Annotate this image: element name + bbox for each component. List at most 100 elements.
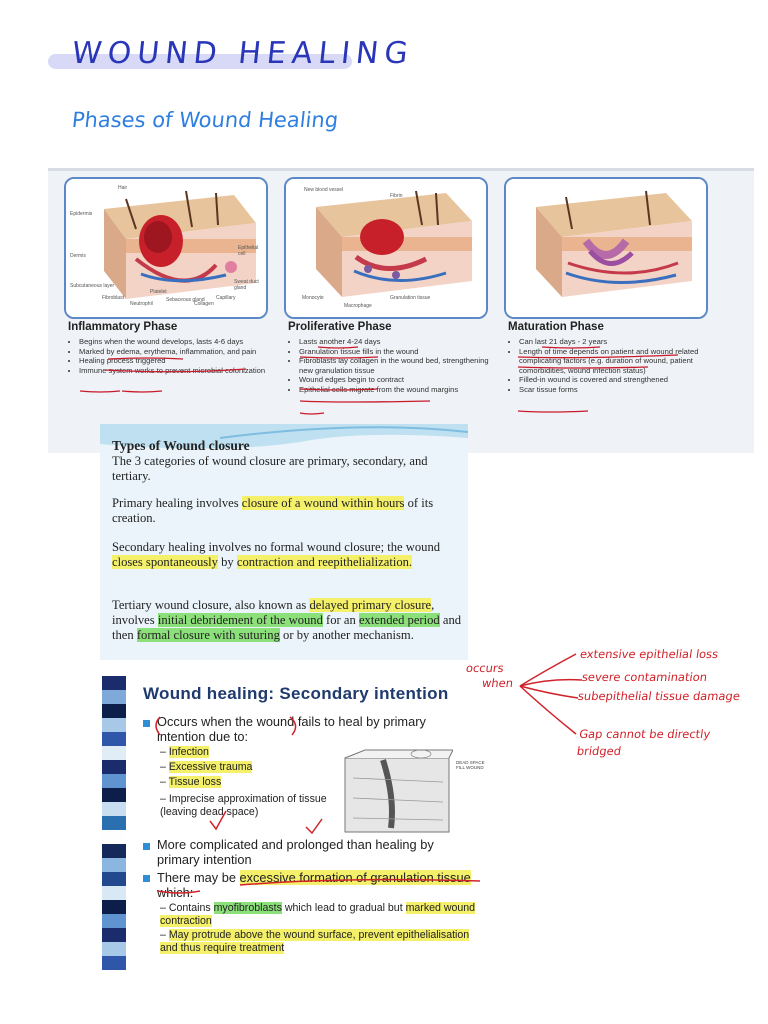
- annotation-branch: Gap cannot be directly bridged: [575, 727, 712, 758]
- wound-diagram: [344, 749, 453, 833]
- diagram-label: Collagen: [194, 301, 214, 307]
- secondary-bullet-1: Occurs when the wound fails to heal by p…: [157, 714, 426, 744]
- sub-item: – Excessive trauma: [160, 761, 253, 773]
- list-item: Begins when the wound develops, lasts 4-…: [79, 337, 271, 347]
- phases-figure: Hair Epidermis Dermis Subcutaneous layer…: [48, 168, 754, 453]
- highlight: closes spontaneously: [112, 555, 218, 569]
- secondary-bullet-3: There may be excessive formation of gran…: [157, 870, 487, 900]
- annotation-when: when: [481, 676, 515, 690]
- sub-item: – Contains myofibroblasts which lead to …: [160, 902, 476, 927]
- diagram-label: Fibrin: [390, 193, 403, 199]
- highlight: closure of a wound within hours: [241, 496, 405, 510]
- highlight: myofibroblasts: [213, 902, 282, 914]
- inflammatory-list: Begins when the wound develops, lasts 4-…: [68, 337, 271, 375]
- text: Excessive trauma: [168, 761, 253, 773]
- text: or by another mechanism.: [279, 628, 414, 642]
- inflammatory-illustration: Hair Epidermis Dermis Subcutaneous layer…: [64, 177, 268, 319]
- sub-item: – Imprecise approximation of tissue (lea…: [160, 793, 327, 818]
- bullet-square: [143, 875, 150, 882]
- list-item: Immune system works to prevent microbial…: [79, 366, 271, 376]
- text: which lead to gradual but: [281, 902, 406, 914]
- text: Contains: [168, 902, 214, 914]
- diagram-label: Macrophage: [344, 303, 372, 309]
- list-item: Epithelial cells migrate from the wound …: [299, 385, 491, 395]
- annotation-branch: subepithelial tissue damage: [577, 689, 741, 703]
- list-item: Length of time depends on patient and wo…: [519, 347, 711, 376]
- text: and then: [112, 613, 462, 642]
- secondary-bullet-2: More complicated and prolonged than heal…: [157, 837, 434, 867]
- list-item: Marked by edema, erythema, inflammation,…: [79, 347, 271, 357]
- text: May protrude above the wound surface, pr…: [160, 929, 470, 954]
- phase-title-inflammatory: Inflammatory Phase: [68, 321, 178, 333]
- maturation-list: Can last 21 days - 2 years Length of tim…: [508, 337, 711, 395]
- closure-wave: [100, 424, 468, 449]
- closure-primary: Primary healing involves closure of a wo…: [112, 496, 462, 526]
- proliferative-list: Lasts another 4-24 days Granulation tiss…: [288, 337, 491, 395]
- text: Secondary healing involves no formal wou…: [112, 540, 441, 554]
- bullet-square: [143, 843, 150, 850]
- diagram-label: New blood vessel: [304, 187, 344, 193]
- page-title: WOUND HEALING: [70, 36, 416, 71]
- list-item: Fibroblasts lay collagen in the wound be…: [299, 356, 491, 375]
- diagram-label: Sweat duct gland: [234, 279, 259, 291]
- page-subtitle: Phases of Wound Healing: [70, 108, 340, 132]
- annotation-branches: [519, 653, 583, 735]
- highlight: delayed primary closure: [309, 598, 432, 612]
- annotation-occurs: occurs: [465, 661, 505, 675]
- diagram-label: Fibroblast: [102, 295, 124, 301]
- proliferative-illustration: New blood vessel Fibrin Monocyte Macroph…: [284, 177, 488, 319]
- text: Imprecise approximation of tissue (leavi…: [160, 793, 327, 818]
- diagram-label: Capillary: [216, 295, 236, 301]
- red-pen-marks: [155, 716, 481, 894]
- text: by: [217, 555, 237, 569]
- diagram-label: Platelet: [150, 289, 167, 295]
- diagram-label: Epithelial cell: [238, 245, 259, 257]
- text: for an: [322, 613, 359, 627]
- diagram-label: Hair: [118, 185, 128, 191]
- diagram-label: DEAD SPACE FILL WOUND: [456, 760, 485, 770]
- diagram-label: Neutrophil: [130, 301, 153, 307]
- closure-intro: The 3 categories of wound closure are pr…: [112, 454, 428, 483]
- list-item: Filled-in wound is covered and strengthe…: [519, 375, 711, 385]
- list-item: Scar tissue forms: [519, 385, 711, 395]
- text: , involves: [112, 598, 435, 627]
- list-item: Healing process triggered: [79, 356, 271, 366]
- diagram-label: Dermis: [70, 253, 86, 259]
- list-item: Granulation tissue fills in the wound: [299, 347, 491, 357]
- title-highlight: [48, 54, 352, 69]
- diagram-label: Monocyte: [302, 295, 324, 301]
- red-underlines: [79, 346, 679, 415]
- diagram-label: Epidermis: [70, 211, 93, 217]
- text: Infection: [168, 746, 209, 758]
- closure-title: Types of Wound closure: [112, 438, 250, 453]
- sub-item: – May protrude above the wound surface, …: [160, 929, 470, 954]
- annotation-branch: severe contamination: [581, 670, 709, 684]
- decorative-stripe: [102, 676, 126, 974]
- sub-item: – Infection: [160, 746, 209, 758]
- diagram-label: Granulation tissue: [390, 295, 431, 301]
- list-item: Can last 21 days - 2 years: [519, 337, 711, 347]
- phase-title-proliferative: Proliferative Phase: [288, 321, 392, 333]
- bullet-square: [143, 720, 150, 727]
- highlight: extended period: [358, 613, 440, 627]
- list-item: Wound edges begin to contract: [299, 375, 491, 385]
- highlight: contraction and reepithelialization.: [236, 555, 413, 569]
- maturation-illustration: [504, 177, 708, 319]
- text: Primary healing involves: [112, 496, 242, 510]
- closure-tertiary: Tertiary wound closure, also known as de…: [112, 598, 462, 643]
- secondary-title: Wound healing: Secondary intention: [143, 684, 449, 703]
- phase-title-maturation: Maturation Phase: [508, 321, 604, 333]
- text: of its creation.: [112, 496, 434, 525]
- closure-secondary: Secondary healing involves no formal wou…: [112, 540, 462, 570]
- text: Tertiary wound closure, also known as: [112, 598, 310, 612]
- closure-figure: Types of Wound closure The 3 categories …: [100, 424, 468, 660]
- highlight: formal closure with suturing: [136, 628, 280, 642]
- text: There may be: [157, 870, 240, 885]
- highlight: initial debridement of the wound: [157, 613, 323, 627]
- diagram-label: Sebaceous gland: [166, 297, 205, 303]
- list-item: Lasts another 4-24 days: [299, 337, 491, 347]
- diagram-label: Subcutaneous layer: [70, 283, 115, 289]
- sub-item: – Tissue loss: [160, 776, 222, 788]
- text: Tissue loss: [168, 776, 222, 788]
- annotation-branch: extensive epithelial loss: [579, 647, 720, 661]
